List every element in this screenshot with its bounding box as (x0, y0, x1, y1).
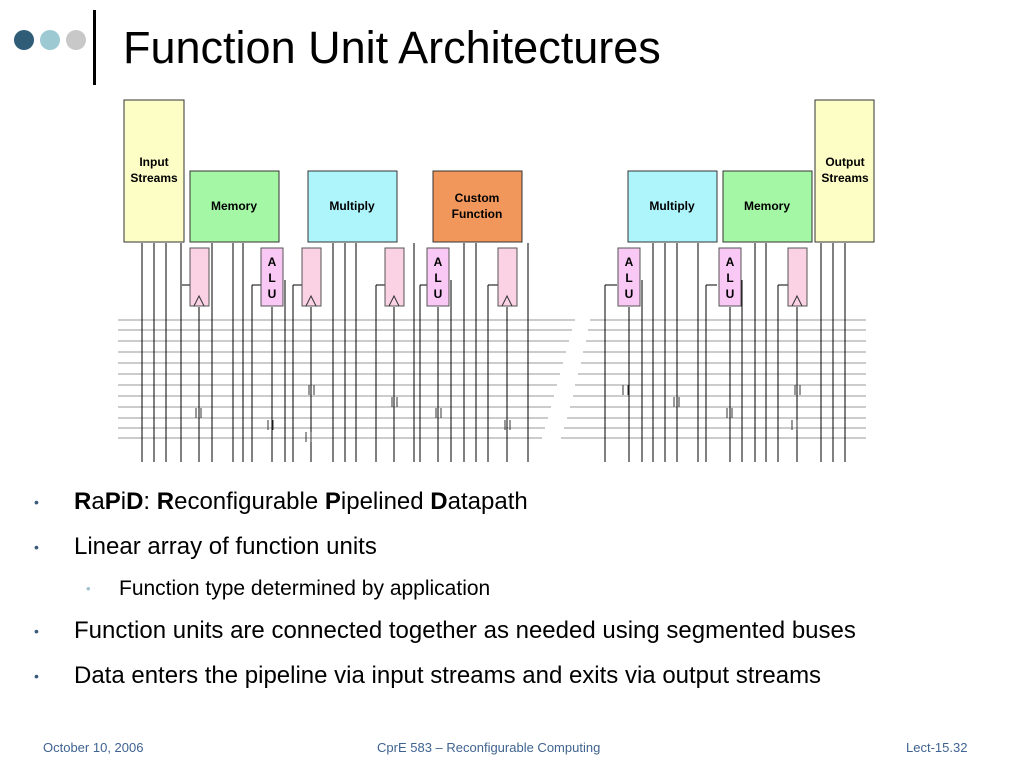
memory-left-label: Memory (211, 199, 257, 213)
bullet-connected: • Function units are connected together … (34, 613, 994, 649)
pipeline-register (384, 247, 405, 307)
input-streams-label-1: Input (139, 155, 168, 169)
alu-box (426, 247, 450, 307)
multiply-right-label: Multiply (649, 199, 695, 213)
bullet-data-enters: • Data enters the pipeline via input str… (34, 658, 994, 694)
clock-triangle-icon (305, 294, 317, 307)
bullet-text: Data enters the pipeline via input strea… (74, 662, 822, 689)
alu-letter: U (726, 287, 735, 301)
alu-box (617, 247, 641, 307)
bullet-text: Linear array of function units (74, 533, 377, 560)
bullet-text: Function units are connected together as… (74, 617, 856, 644)
custom-label-1: Custom (455, 191, 500, 205)
alu-letter: U (268, 287, 277, 301)
alu-letter: L (434, 271, 441, 285)
memory-unit-left (189, 170, 280, 243)
alu-letter: A (268, 255, 277, 269)
clock-triangle-icon (388, 294, 400, 307)
slide-footer: October 10, 2006 CprE 583 – Reconfigurab… (0, 740, 1024, 760)
alu-box (260, 247, 284, 307)
footer-date: October 10, 2006 (43, 740, 144, 755)
title-divider (93, 10, 96, 85)
memory-unit-right (722, 170, 813, 243)
bullet-list: • RaPiD: Reconfigurable Pipelined Datapa… (34, 484, 994, 703)
clock-triangle-icon (193, 294, 205, 307)
footer-course: CprE 583 – Reconfigurable Computing (377, 740, 601, 755)
bullet-marker: • (34, 668, 39, 684)
clock-triangle-icon (501, 294, 513, 307)
bullet-rapid: • RaPiD: Reconfigurable Pipelined Datapa… (34, 484, 994, 520)
alu-letter: A (726, 255, 735, 269)
pipeline-register (787, 247, 808, 307)
alu-units: A L U A L U A L U A L U (260, 247, 742, 307)
footer-slide-number: Lect-15.32 (906, 740, 968, 755)
memory-right-label: Memory (744, 199, 790, 213)
clock-triangle-icon (791, 294, 803, 307)
bullet-linear-array: • Linear array of function units (34, 529, 994, 565)
input-streams-label-2: Streams (130, 171, 178, 185)
bullet-marker: • (34, 494, 39, 510)
segmented-bus-tracks (118, 319, 866, 439)
multiply-left-label: Multiply (329, 199, 375, 213)
sub-bullet-text: Function type determined by application (119, 577, 491, 600)
custom-function-unit (432, 170, 523, 243)
dot-dark (14, 30, 34, 50)
bullet-marker: • (34, 623, 39, 639)
vertical-wires (141, 243, 846, 462)
output-streams-label-1: Output (825, 155, 864, 169)
bus-segment-breaks (195, 385, 801, 442)
multiply-unit-right (627, 170, 718, 243)
pipeline-register (301, 247, 322, 307)
multiply-unit-left (307, 170, 398, 243)
output-streams-label-2: Streams (821, 171, 869, 185)
slide-title: Function Unit Architectures (123, 22, 661, 73)
input-streams-box (123, 99, 185, 243)
pipeline-register (189, 247, 210, 307)
dot-grey (66, 30, 86, 50)
rapid-datapath-diagram: Input Streams Memory Multiply Custom Fun… (118, 99, 875, 462)
decorative-dots (14, 30, 86, 50)
output-streams-box (814, 99, 875, 243)
alu-letter: L (268, 271, 275, 285)
sub-bullet-function-type: • Function type determined by applicatio… (34, 574, 994, 604)
clock-triangles (193, 294, 803, 307)
dot-light (40, 30, 60, 50)
alu-letter: A (625, 255, 634, 269)
custom-label-2: Function (452, 207, 503, 221)
alu-letter: U (625, 287, 634, 301)
alu-letter: U (434, 287, 443, 301)
alu-letter: L (726, 271, 733, 285)
alu-letter: A (434, 255, 443, 269)
alu-letter: L (625, 271, 632, 285)
bullet-marker: • (34, 539, 39, 555)
pipeline-register (497, 247, 518, 307)
sub-bullet-marker: • (86, 581, 91, 596)
pipeline-registers (189, 247, 808, 307)
alu-box (718, 247, 742, 307)
